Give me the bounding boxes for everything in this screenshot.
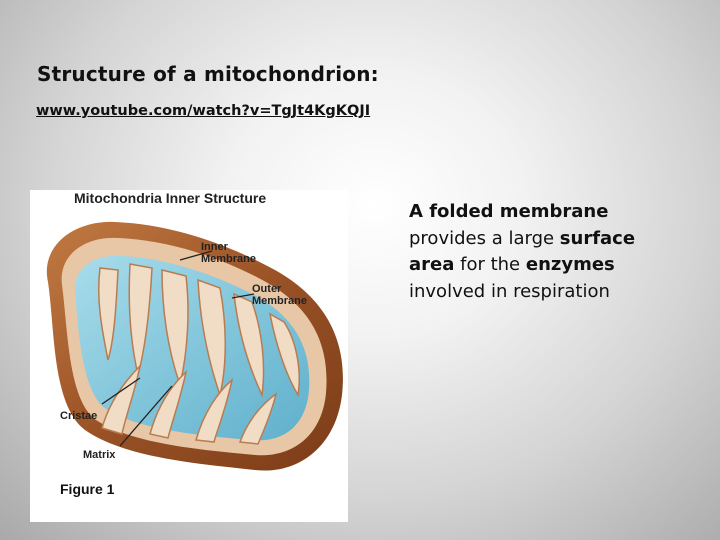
video-link[interactable]: www.youtube.com/watch?v=TgJt4KgKQJI bbox=[36, 103, 370, 119]
inner-membrane-label-line1: Inner bbox=[201, 241, 256, 253]
desc-text-1: provides a large bbox=[409, 228, 560, 249]
outer-membrane-label-line2: Membrane bbox=[252, 295, 307, 307]
slide-title: Structure of a mitochondrion: bbox=[37, 62, 379, 86]
figure-heading: Mitochondria Inner Structure bbox=[74, 190, 266, 206]
matrix-label: Matrix bbox=[83, 449, 115, 461]
desc-bold-enzymes: enzymes bbox=[526, 254, 615, 275]
mitochondrion-figure: Mitochondria Inner Structure Inner Membr… bbox=[30, 190, 348, 522]
outer-membrane-label: Outer Membrane bbox=[252, 283, 307, 307]
inner-membrane-label: Inner Membrane bbox=[201, 241, 256, 265]
desc-text-3: involved in respiration bbox=[409, 281, 610, 302]
cristae-label: Cristae bbox=[60, 410, 97, 422]
desc-bold-folded-membrane: A folded membrane bbox=[409, 201, 608, 222]
figure-caption: Figure 1 bbox=[60, 481, 114, 497]
description-text: A folded membrane provides a large surfa… bbox=[409, 199, 669, 305]
desc-text-2: for the bbox=[454, 254, 525, 275]
mitochondrion-illustration bbox=[30, 190, 348, 522]
outer-membrane-label-line1: Outer bbox=[252, 283, 307, 295]
inner-membrane-label-line2: Membrane bbox=[201, 253, 256, 265]
